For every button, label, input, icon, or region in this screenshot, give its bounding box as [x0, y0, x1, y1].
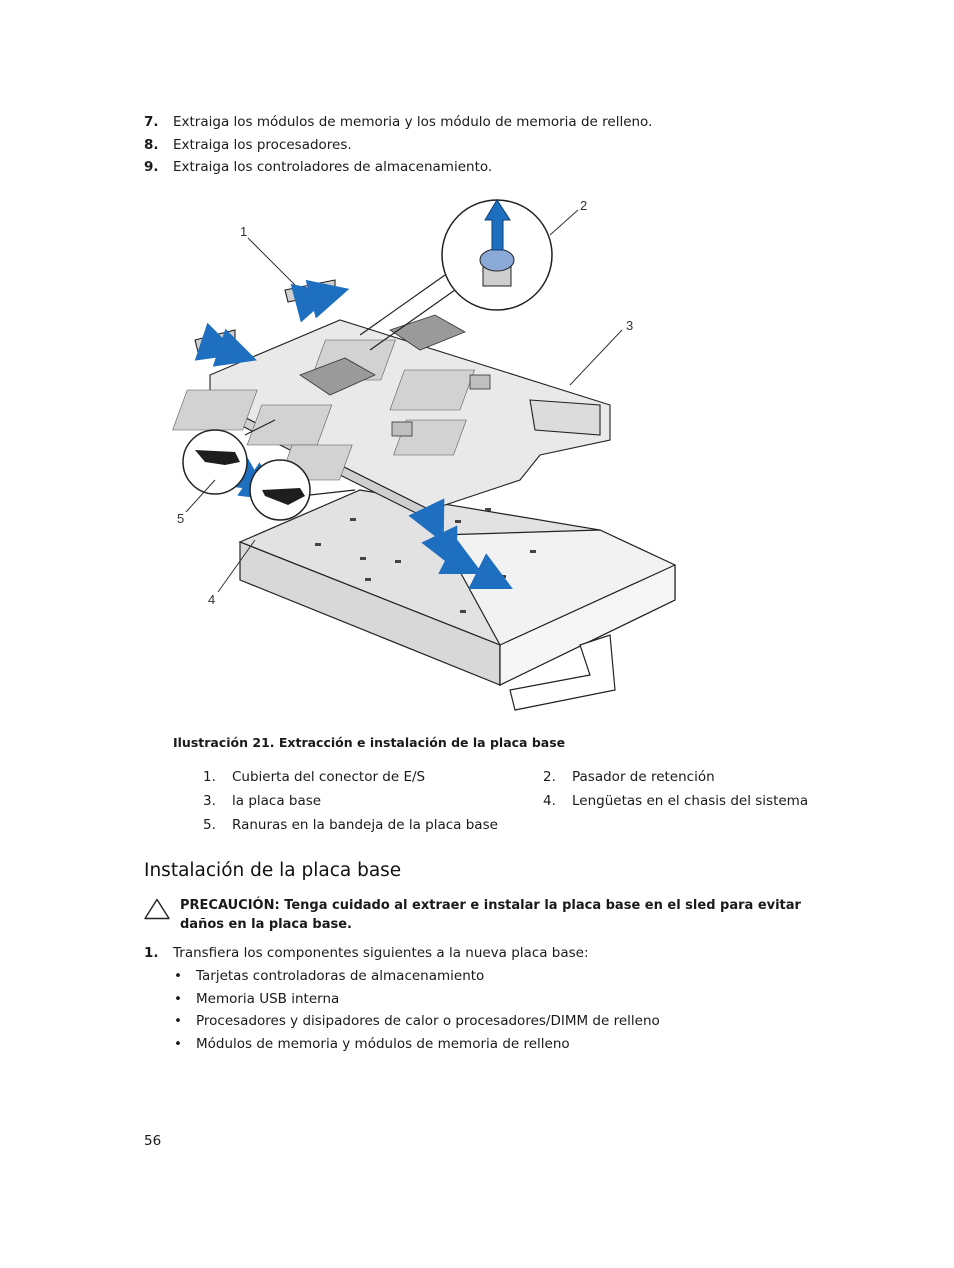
warning-triangle-icon	[144, 898, 170, 920]
list-item-text: Memoria USB interna	[196, 990, 340, 1007]
list-item-text: Tarjetas controladoras de almacenamiento	[196, 968, 485, 984]
step-item: 1. Transfiera los componentes siguientes…	[144, 944, 844, 967]
section-title: Instalación de la placa base	[144, 860, 402, 881]
legend-number: 3.	[203, 793, 216, 809]
callout-lines	[185, 209, 623, 593]
legend-number: 1.	[203, 769, 216, 785]
callout-5: 5	[177, 511, 184, 526]
bullet-glyph: •	[174, 1036, 182, 1053]
list-item: • Procesadores y disipadores de calor o …	[174, 1012, 854, 1035]
step-text: Extraiga los módulos de memoria y los mó…	[173, 114, 653, 130]
callout-2: 2	[580, 198, 587, 213]
page-number: 56	[144, 1133, 162, 1149]
bullet-glyph: •	[174, 990, 182, 1007]
list-item-text: Procesadores y disipadores de calor o pr…	[196, 1013, 660, 1030]
legend-text: Pasador de retención	[572, 769, 715, 785]
list-item: • Memoria USB interna	[174, 990, 854, 1013]
callout-4: 4	[208, 592, 215, 607]
caution-text: PRECAUCIÓN: Tenga cuidado al extraer e i…	[180, 898, 801, 932]
legend-number: 5.	[203, 817, 216, 833]
list-item: • Módulos de memoria y módulos de memori…	[174, 1035, 854, 1058]
step-text: Extraiga los controladores de almacenami…	[173, 159, 493, 175]
list-item-text: Módulos de memoria y módulos de memoria …	[196, 1036, 570, 1053]
zoom-tray-slots	[182, 419, 276, 495]
legend-text: la placa base	[232, 793, 322, 809]
legend-item: 5. Ranuras en la bandeja de la placa base	[203, 816, 498, 834]
step-number: 8.	[144, 136, 159, 153]
step-item: 7. Extraiga los módulos de memoria y los…	[144, 113, 844, 136]
system-board	[172, 279, 611, 521]
legend-number: 2.	[543, 769, 556, 785]
bullet-glyph: •	[174, 1013, 182, 1030]
legend-item: 1. Cubierta del conector de E/S	[203, 768, 425, 786]
legend-item: 3. la placa base	[203, 792, 321, 810]
legend-text: Lengüetas en el chasis del sistema	[572, 793, 809, 809]
system-board-illustration: 1 2 3 4 5	[170, 190, 690, 720]
steps-list-top: 7. Extraiga los módulos de memoria y los…	[144, 113, 844, 181]
legend-text: Cubierta del conector de E/S	[232, 769, 426, 785]
figure-caption: Ilustración 21. Extracción e instalación…	[173, 735, 566, 750]
component-bullet-list: • Tarjetas controladoras de almacenamien…	[174, 967, 854, 1058]
step-item: 9. Extraiga los controladores de almacen…	[144, 158, 844, 181]
illustration-svg: 1 2 3 4 5	[172, 198, 676, 711]
legend-text: Ranuras en la bandeja de la placa base	[232, 817, 498, 833]
step-text: Transfiera los componentes siguientes a …	[173, 945, 589, 961]
step-number: 7.	[144, 114, 159, 130]
legend-item: 2. Pasador de retención	[543, 768, 715, 786]
legend-item: 4. Lengüetas en el chasis del sistema	[543, 792, 808, 810]
step-number: 1.	[144, 945, 159, 961]
callout-1: 1	[240, 224, 247, 239]
step-text: Extraiga los procesadores.	[173, 136, 352, 153]
legend-number: 4.	[543, 793, 556, 809]
step-item: 8. Extraiga los procesadores.	[144, 136, 844, 159]
steps-list-bottom: 1. Transfiera los componentes siguientes…	[144, 944, 844, 967]
callout-3: 3	[626, 318, 633, 333]
bullet-glyph: •	[174, 968, 182, 984]
list-item: • Tarjetas controladoras de almacenamien…	[174, 967, 854, 990]
zoom-chassis-tabs	[249, 459, 356, 521]
step-number: 9.	[144, 159, 159, 175]
zoom-retention-pin	[359, 199, 553, 351]
